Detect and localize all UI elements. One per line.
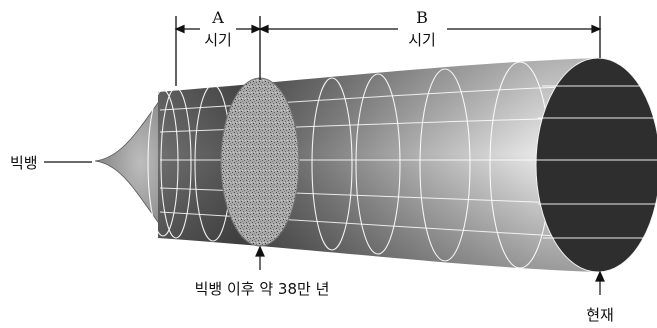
period-a-letter: A [211,8,224,27]
present-label: 현재 [586,306,614,324]
after-big-bang-pointer [255,245,265,270]
period-b-word: 시기 [408,31,436,49]
big-bang-label: 빅뱅 [10,154,38,172]
period-b-arrow [258,24,602,34]
period-a-word: 시기 [204,31,232,49]
period-a-arrow [174,24,262,34]
period-boundaries [175,16,601,86]
big-bang-funnel [94,98,161,227]
present-pointer [595,270,605,295]
period-b-letter: B [416,8,428,27]
after-big-bang-label: 빅뱅 이후 약 38만 년 [195,280,330,298]
present-end [535,57,657,273]
